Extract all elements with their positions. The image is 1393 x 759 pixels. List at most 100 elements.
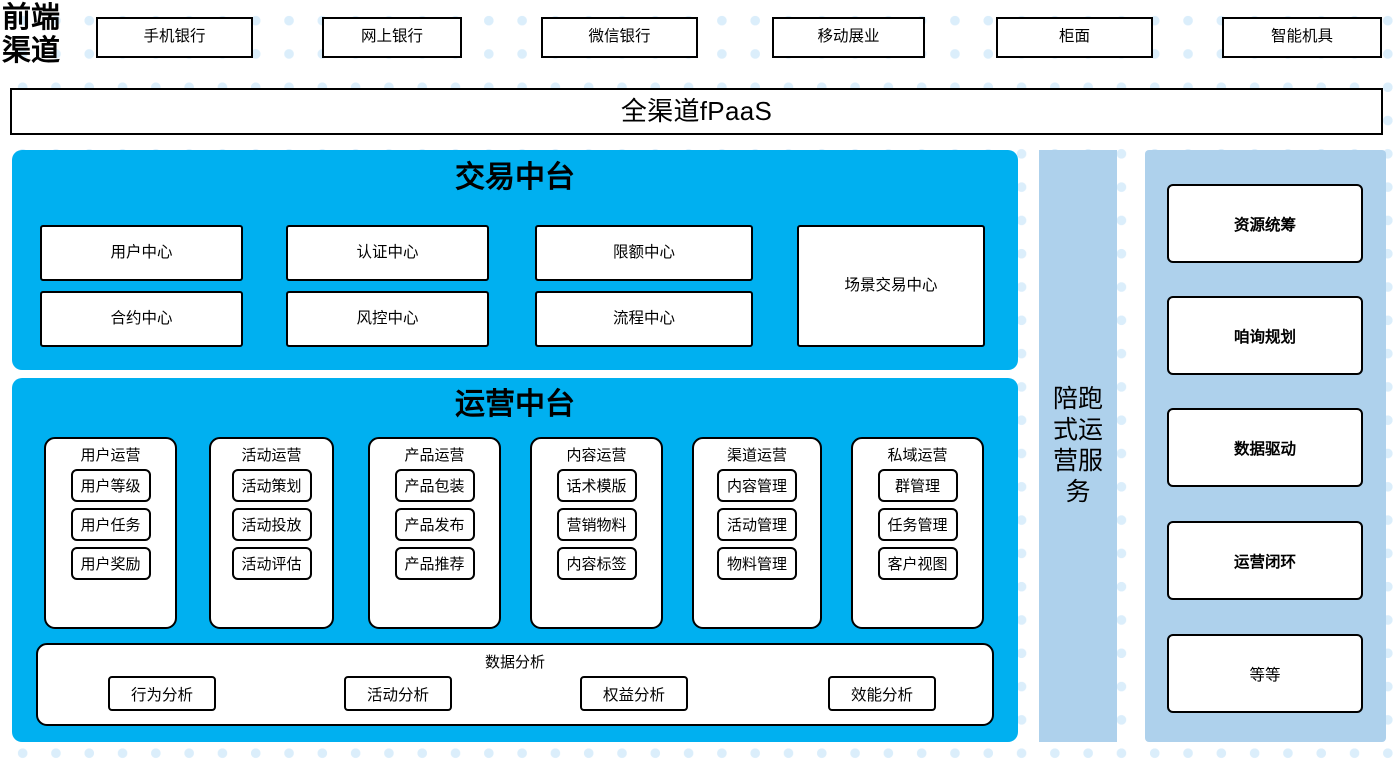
trade-box-label: 合约中心: [110, 309, 173, 327]
channel-box-smart-machine[interactable]: 智能机具: [1222, 17, 1382, 58]
support-card-consulting[interactable]: 咱询规划: [1167, 296, 1363, 375]
data-chip-label: 活动分析: [366, 686, 429, 704]
ops-chip[interactable]: 营销物料: [556, 508, 637, 541]
ops-column-title: 私域运营: [887, 447, 948, 464]
ops-chip-label: 活动管理: [726, 517, 787, 534]
ops-chip-label: 产品推荐: [404, 556, 465, 573]
ops-chip-label: 用户等级: [80, 478, 141, 495]
ops-chip[interactable]: 用户奖励: [70, 547, 151, 580]
ops-chip-label: 内容标签: [566, 556, 627, 573]
accompanying-service-label: 陪跑式运营服务: [1052, 385, 1103, 506]
ops-chip[interactable]: 活动管理: [717, 508, 797, 541]
data-chip-behavior[interactable]: 行为分析: [108, 676, 216, 711]
trade-box-label: 用户中心: [110, 243, 173, 261]
support-card-label: 运营闭环: [1233, 553, 1296, 571]
channel-box-mobile-field[interactable]: 移动展业: [772, 17, 925, 58]
ops-chip-label: 客户视图: [887, 556, 948, 573]
trade-box-user-center[interactable]: 用户中心: [40, 225, 243, 281]
omnichannel-fpaas-bar[interactable]: 全渠道fPaaS: [10, 88, 1383, 135]
ops-chip[interactable]: 活动投放: [231, 508, 312, 541]
channel-box-label: 移动展业: [817, 28, 880, 46]
channel-box-online-bank[interactable]: 网上银行: [322, 17, 462, 58]
ops-chip[interactable]: 群管理: [877, 469, 958, 502]
support-card-resource[interactable]: 资源统筹: [1167, 184, 1363, 263]
ops-chip-label: 用户任务: [80, 517, 141, 534]
ops-chip-label: 活动评估: [241, 556, 302, 573]
ops-chip-label: 活动投放: [241, 517, 302, 534]
ops-chip-label: 内容管理: [726, 478, 787, 495]
ops-column-title: 用户运营: [80, 447, 141, 464]
support-card-closed-loop[interactable]: 运营闭环: [1167, 521, 1363, 600]
support-card-etc[interactable]: 等等: [1167, 634, 1363, 713]
trade-box-auth-center[interactable]: 认证中心: [286, 225, 489, 281]
channel-box-mobile-bank[interactable]: 手机银行: [96, 17, 253, 58]
ops-column-title: 产品运营: [404, 447, 465, 464]
ops-chip[interactable]: 产品发布: [394, 508, 475, 541]
ops-chip-label: 产品发布: [404, 517, 465, 534]
trade-center-title: 交易中台: [455, 161, 575, 194]
front-channel-label: 前端 渠道: [2, 2, 86, 68]
ops-column-title: 内容运营: [566, 447, 627, 464]
support-card-label: 数据驱动: [1233, 440, 1296, 458]
data-chip-benefit[interactable]: 权益分析: [580, 676, 688, 711]
ops-chip-label: 营销物料: [566, 517, 627, 534]
channel-box-wechat-bank[interactable]: 微信银行: [541, 17, 698, 58]
support-card-label: 资源统筹: [1233, 216, 1296, 234]
support-card-data-driven[interactable]: 数据驱动: [1167, 408, 1363, 487]
front-channel-label-line2: 渠道: [2, 35, 61, 67]
data-chip-label: 效能分析: [850, 686, 913, 704]
ops-chip[interactable]: 物料管理: [717, 547, 797, 580]
ops-center-title: 运营中台: [455, 388, 575, 421]
ops-chip[interactable]: 活动评估: [231, 547, 312, 580]
channel-box-label: 智能机具: [1270, 28, 1333, 46]
ops-chip[interactable]: 任务管理: [877, 508, 958, 541]
accompanying-service-strip: 陪跑式运营服务: [1039, 150, 1117, 742]
channel-box-label: 手机银行: [143, 28, 206, 46]
trade-box-risk-center[interactable]: 风控中心: [286, 291, 489, 347]
ops-chip[interactable]: 内容标签: [556, 547, 637, 580]
trade-box-label: 流程中心: [612, 309, 675, 327]
trade-box-label: 场景交易中心: [844, 276, 938, 294]
support-card-label: 咱询规划: [1233, 328, 1296, 346]
channel-box-label: 柜面: [1058, 28, 1090, 46]
ops-chip[interactable]: 客户视图: [877, 547, 958, 580]
ops-chip-label: 产品包装: [404, 478, 465, 495]
omnichannel-fpaas-label: 全渠道fPaaS: [620, 95, 773, 126]
ops-column-content[interactable]: 内容运营话术模版营销物料内容标签: [530, 437, 663, 629]
data-chip-campaign[interactable]: 活动分析: [344, 676, 452, 711]
ops-chip[interactable]: 产品包装: [394, 469, 475, 502]
trade-box-label: 风控中心: [356, 309, 419, 327]
trade-box-limit-center[interactable]: 限额中心: [535, 225, 753, 281]
ops-column-product[interactable]: 产品运营产品包装产品发布产品推荐: [368, 437, 501, 629]
ops-chip[interactable]: 内容管理: [717, 469, 797, 502]
data-analysis-strip: 数据分析 行为分析 活动分析 权益分析 效能分析: [36, 643, 994, 726]
ops-chip[interactable]: 产品推荐: [394, 547, 475, 580]
data-analysis-title: 数据分析: [484, 654, 545, 671]
channel-box-label: 微信银行: [588, 28, 651, 46]
ops-column-private[interactable]: 私域运营群管理任务管理客户视图: [851, 437, 984, 629]
trade-box-scenario-center[interactable]: 场景交易中心: [797, 225, 985, 347]
ops-chip[interactable]: 用户等级: [70, 469, 151, 502]
ops-column-channel[interactable]: 渠道运营内容管理活动管理物料管理: [692, 437, 822, 629]
trade-box-process-center[interactable]: 流程中心: [535, 291, 753, 347]
data-chip-efficiency[interactable]: 效能分析: [828, 676, 936, 711]
trade-box-label: 限额中心: [612, 243, 675, 261]
channel-box-counter[interactable]: 柜面: [996, 17, 1153, 58]
support-capability-panel: 资源统筹 咱询规划 数据驱动 运营闭环 等等: [1145, 150, 1386, 742]
ops-chip-label: 用户奖励: [80, 556, 141, 573]
ops-column-title: 渠道运营: [726, 447, 787, 464]
data-chip-label: 权益分析: [602, 686, 665, 704]
ops-chip-label: 话术模版: [566, 478, 627, 495]
support-card-label: 等等: [1249, 666, 1281, 684]
ops-chip-label: 活动策划: [241, 478, 302, 495]
ops-column-campaign[interactable]: 活动运营活动策划活动投放活动评估: [209, 437, 334, 629]
ops-chip[interactable]: 话术模版: [556, 469, 637, 502]
ops-chip[interactable]: 活动策划: [231, 469, 312, 502]
ops-chip[interactable]: 用户任务: [70, 508, 151, 541]
ops-column-title: 活动运营: [241, 447, 302, 464]
ops-column-user[interactable]: 用户运营用户等级用户任务用户奖励: [44, 437, 177, 629]
trade-box-contract-center[interactable]: 合约中心: [40, 291, 243, 347]
data-chip-label: 行为分析: [130, 686, 193, 704]
trade-box-label: 认证中心: [356, 243, 419, 261]
